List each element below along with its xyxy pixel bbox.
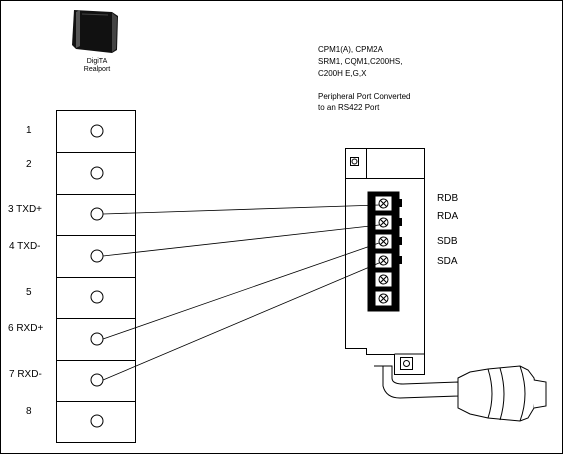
signal-label-rdb: RDB: [437, 193, 459, 204]
plc-model-line-1: CPM1(A), CPM2A: [318, 45, 383, 54]
pin-label-5: 5: [26, 287, 32, 298]
terminal-screw-5: [90, 290, 104, 304]
peripheral-cable: [374, 365, 547, 422]
pin-label-4: 4 TXD-: [9, 241, 41, 252]
pin-label-6: 6 RXD+: [8, 323, 44, 334]
plc-adapter-module: [345, 148, 425, 375]
pin-label-7: 7 RXD-: [9, 369, 42, 380]
module-bottom-screw: [400, 357, 413, 370]
pin-label-1: 1: [26, 125, 32, 136]
port-note-line-2: to an RS422 Port: [318, 103, 380, 112]
pin-label-3: 3 TXD+: [8, 204, 42, 215]
signal-label-sdb: SDB: [437, 236, 458, 247]
wire-rxd-plus: [102, 242, 380, 340]
terminal-screw-4: [90, 249, 104, 263]
terminal-strip-outline: [56, 110, 136, 443]
wire-txd-minus: [102, 224, 380, 257]
wire-rxd-minus: [102, 262, 380, 381]
cable-connector: [457, 365, 537, 422]
terminal-screw-2: [90, 166, 104, 180]
terminal-strip: [56, 110, 136, 443]
pin-label-2: 2: [26, 159, 32, 170]
signal-label-sda: SDA: [437, 256, 458, 267]
wires: [102, 204, 380, 381]
wire-txd-plus: [102, 204, 380, 215]
signal-label-rda: RDA: [437, 211, 459, 222]
plc-model-line-3: C200H E,G,X: [318, 69, 367, 78]
device-name-label: Realport: [83, 66, 111, 73]
plc-model-line-2: SRM1, CQM1,C200HS,: [318, 57, 403, 66]
terminal-screw-3: [90, 207, 104, 221]
terminal-screw-1: [90, 124, 104, 138]
realport-device-icon: [72, 10, 118, 53]
terminal-screw-6: [90, 332, 104, 346]
pin-label-8: 8: [26, 406, 32, 417]
device-brand-label: DigiTA: [86, 58, 108, 65]
port-note-line-1: Peripheral Port Converted: [318, 92, 411, 101]
terminal-screw-8: [90, 414, 104, 428]
terminal-screw-7: [90, 373, 104, 387]
module-top-screw: [350, 157, 359, 166]
